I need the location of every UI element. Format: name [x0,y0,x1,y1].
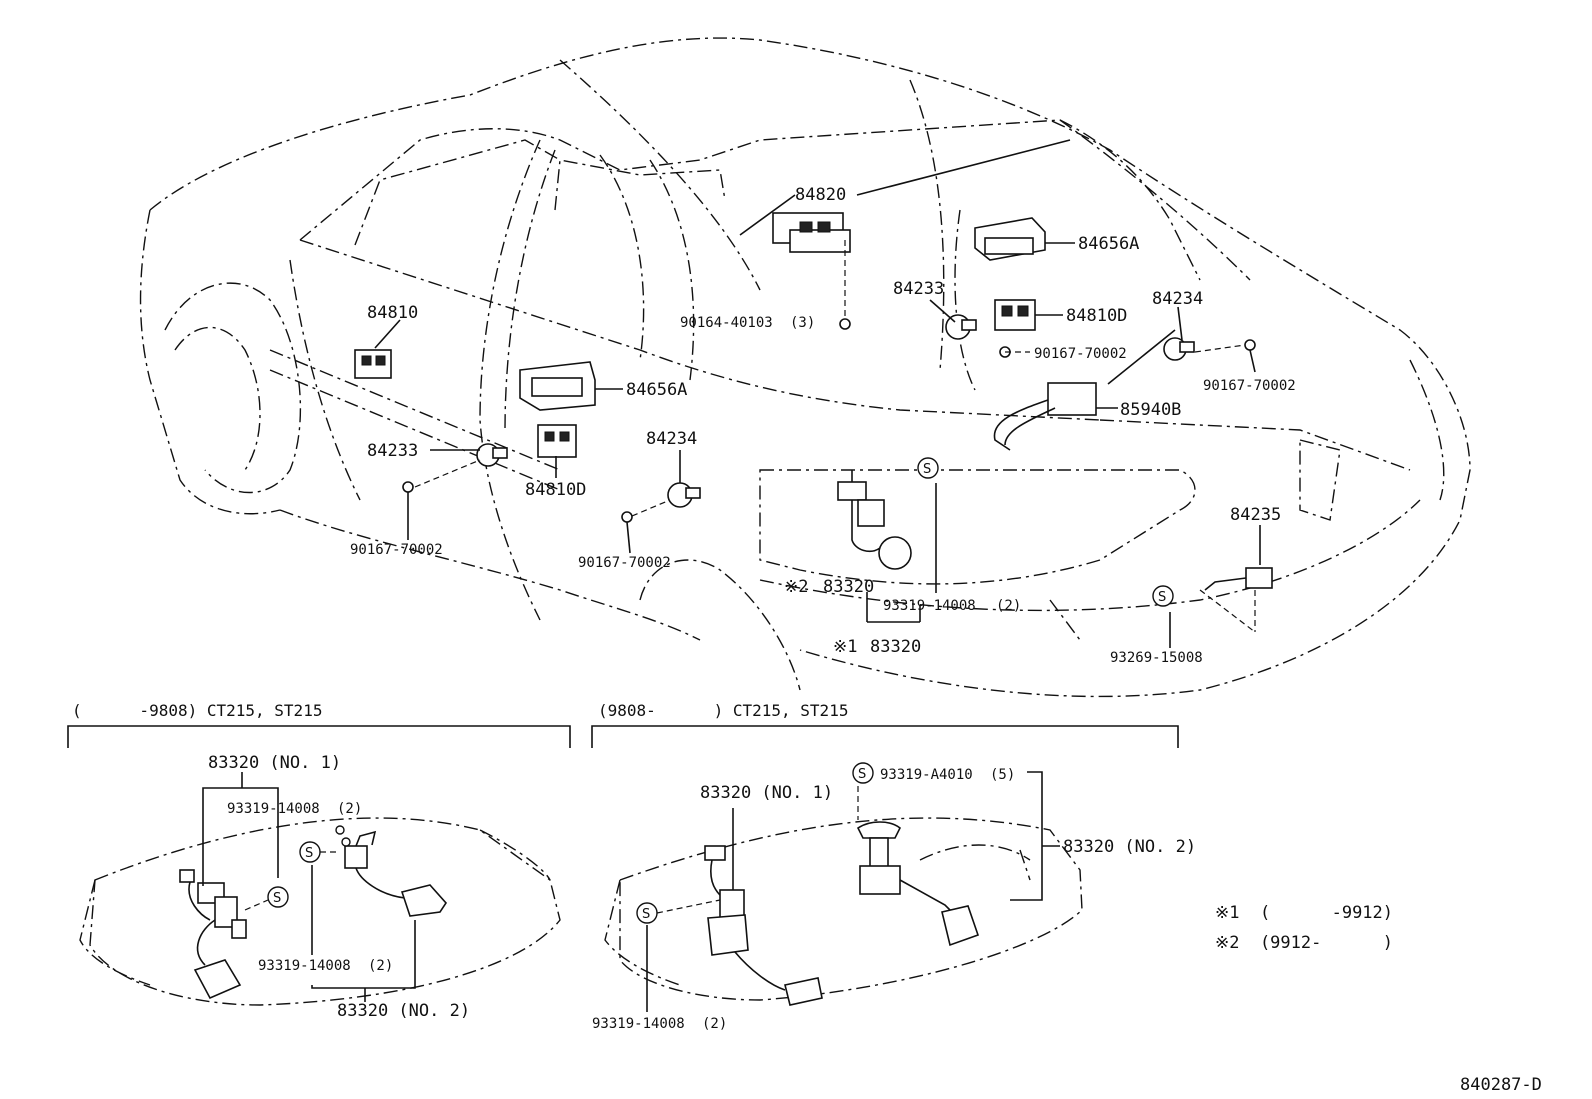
switch-84234-left [667,482,701,508]
s-mark: S [1158,590,1166,605]
s-mark: S [305,846,313,861]
label-mark-2: ※2 [784,577,808,597]
s-mark: S [858,767,866,782]
inset-right-heading: (9808- ) CT215, ST215 [598,701,848,720]
label-84810D-left: 84810D [525,480,586,500]
label-mark-1: ※1 [833,637,857,657]
label-83320-no2-right: 83320 (NO. 2) [1063,837,1196,857]
label-90167-70002-center: 90167-70002 [578,555,671,571]
s-mark: S [273,891,281,906]
label-93319-14008-a: 93319-14008 [883,598,976,614]
label-84234-right: 84234 [1152,289,1203,309]
label-84810: 84810 [367,303,418,323]
label-90167-70002-left: 90167-70002 [350,542,443,558]
label-93319-14008-left-top: 93319-14008 [227,801,320,817]
module-85940B [993,382,1097,451]
label-90164-40103: 90164-40103 [680,315,773,331]
leader-lines [374,139,1261,648]
switch-84234-right [1163,337,1195,361]
s-mark: S [642,907,650,922]
label-85940B: 85940B [1120,400,1181,420]
note-1: ※1 ( -9912) [1215,903,1393,923]
label-83320-no1-right: 83320 (NO. 1) [700,783,833,803]
fuel-gauge-83320 [837,470,912,570]
car-body-outline [139,37,1471,698]
bezel-84656A-left [519,361,596,411]
label-93319-right-bottom-qty: (2) [702,1016,727,1032]
label-90167-70002-mid: 90167-70002 [1034,346,1127,362]
label-93319-A4010: 93319-A4010 [880,767,973,783]
figure-id: 840287-D [1460,1075,1542,1095]
bezel-84656A-right [974,217,1046,261]
label-93319-14008-right-bottom: 93319-14008 [592,1016,685,1032]
note-2: ※2 (9912- ) [1215,933,1393,953]
sensor-84235 [1204,567,1273,591]
switch-84820 [772,212,851,253]
inset-left: ( -9808) CT215, ST215 S S 83320 (NO. 1 [67,701,571,1021]
switch-84233-left [476,443,508,467]
label-84656A-left: 84656A [626,380,687,400]
inset-left-heading: ( -9808) CT215, ST215 [72,701,322,720]
label-83320-a: 83320 [823,577,874,597]
label-83320-b: 83320 [870,637,921,657]
screws [402,318,1256,523]
label-90164-qty: (3) [790,315,815,331]
s-rings-car: S S [917,457,1174,607]
label-93319-A4010-qty: (5) [990,767,1015,783]
label-93319-a-qty: (2) [996,598,1021,614]
label-84233-left: 84233 [367,441,418,461]
label-84233-right: 84233 [893,279,944,299]
label-84234-left: 84234 [646,429,697,449]
label-90167-70002-right: 90167-70002 [1203,378,1296,394]
label-84820: 84820 [795,185,846,205]
switch-84810D-left [537,424,577,458]
inset-right: (9808- ) CT215, ST215 S S 83320 (NO. 1) … [591,701,1196,1032]
label-93319-14008-left-bottom: 93319-14008 [258,958,351,974]
label-84235: 84235 [1230,505,1281,525]
label-84810D-right: 84810D [1066,306,1127,326]
switch-84810-left [354,349,392,379]
label-93319-left-bottom-qty: (2) [368,958,393,974]
switch-84810D-right [994,299,1036,331]
label-93269-15008: 93269-15008 [1110,650,1203,666]
s-mark: S [923,462,931,477]
switch-84233-right [945,314,977,340]
label-83320-no1-left: 83320 (NO. 1) [208,753,341,773]
label-84656A-right: 84656A [1078,234,1139,254]
label-93319-left-top-qty: (2) [337,801,362,817]
label-83320-no2-left: 83320 (NO. 2) [337,1001,470,1021]
